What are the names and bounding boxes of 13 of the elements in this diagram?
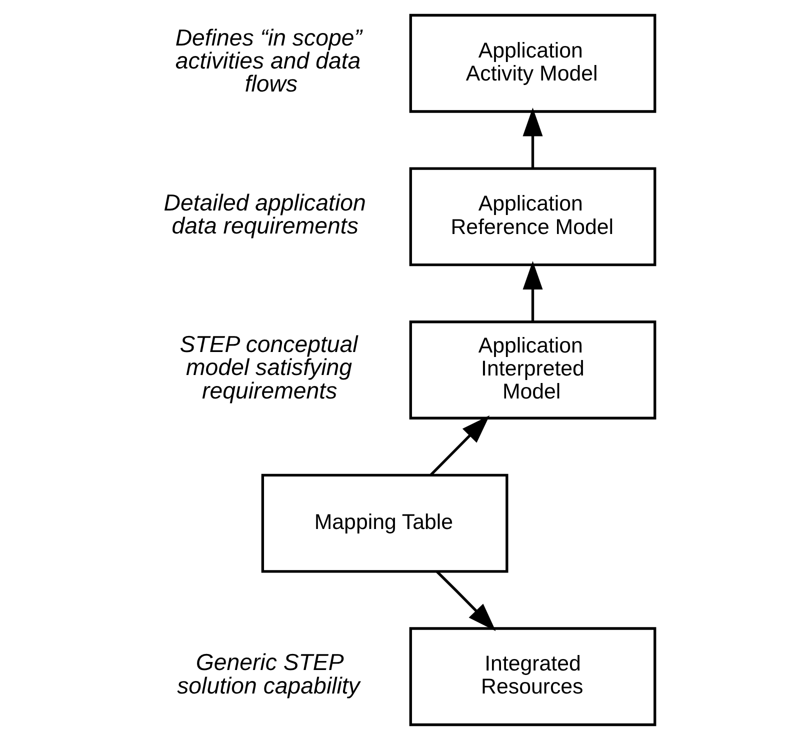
node-box: Application Interpreted Model <box>408 320 656 420</box>
node-box: Application Reference Model <box>408 167 656 266</box>
arrow <box>436 570 496 632</box>
node-label: Detailed application data requirements <box>163 189 366 238</box>
node-label: STEP conceptual model satisfying requirements <box>179 330 358 404</box>
node-box: Application Activity Model <box>408 14 656 113</box>
arrow <box>429 415 490 476</box>
arrow <box>522 260 542 322</box>
node-label: Defines “in scope” activities and data flows <box>174 24 362 97</box>
node-box: Mapping Table <box>260 474 508 573</box>
node-label: Generic STEP solution capability <box>176 649 360 698</box>
arrow <box>522 108 542 168</box>
node-box: Integrated Resources <box>408 627 656 726</box>
